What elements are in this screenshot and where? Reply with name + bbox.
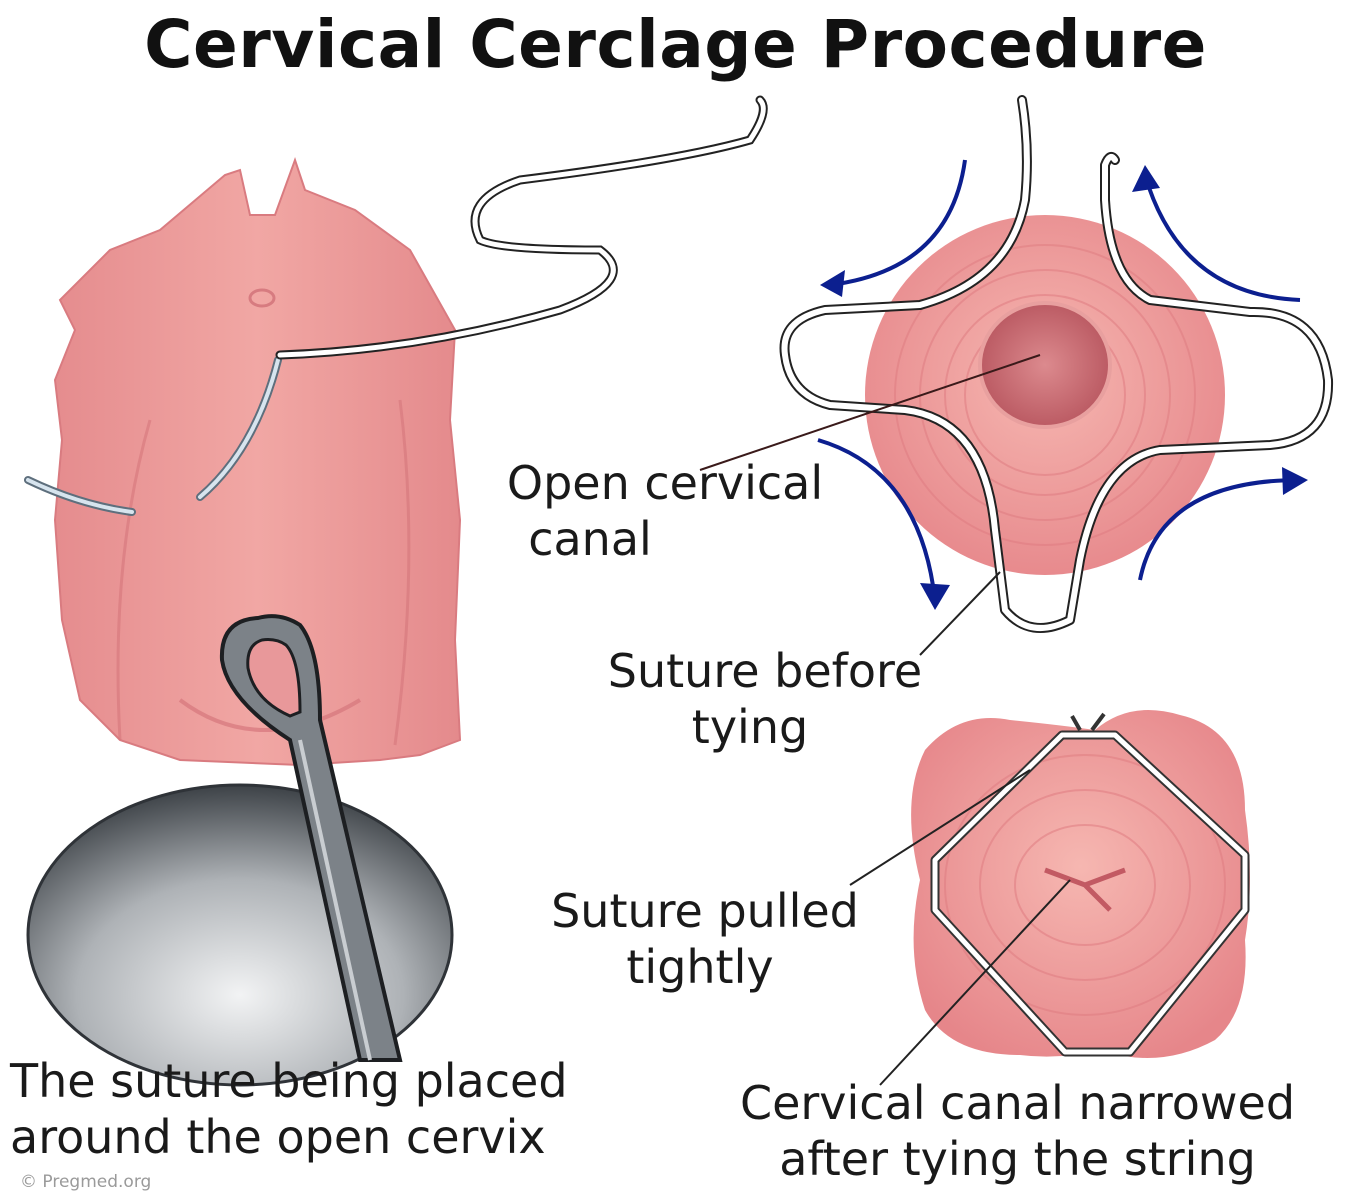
label-suture-before: Suture before tying	[575, 643, 955, 755]
copyright-credit: © Pregmed.org	[20, 1172, 152, 1192]
cervical-os	[248, 288, 276, 308]
leader-line-suture-pulled	[849, 769, 1031, 886]
suture-knot	[1070, 712, 1106, 732]
leader-line-open-canal	[699, 354, 1041, 471]
narrowed-canal	[1044, 867, 1126, 912]
label-line: The suture being placed	[10, 1054, 568, 1108]
label-line: around the open cervix	[10, 1110, 546, 1164]
leader-line-canal-narrowed	[879, 879, 1071, 1086]
closed-cervix-diagram	[849, 710, 1250, 1086]
direction-arrows	[817, 159, 1301, 601]
label-suture-placed: The suture being placed around the open …	[10, 1053, 675, 1165]
label-canal-narrowed: Cervical canal narrowed after tying the …	[685, 1075, 1350, 1187]
label-line: Open cervical	[506, 456, 824, 510]
leader-line-suture-before	[919, 571, 1001, 656]
label-open-canal: Open cervical canal	[470, 455, 860, 567]
forceps	[219, 614, 403, 1062]
label-line: Suture pulled	[551, 884, 859, 938]
cervix-illustration	[24, 95, 768, 1087]
label-line: tying	[691, 700, 809, 754]
label-line: tightly	[626, 940, 774, 994]
cervix-tissue	[53, 156, 462, 767]
open-cervix-diagram	[699, 95, 1334, 656]
diagram-title: Cervical Cerclage Procedure	[144, 6, 1207, 83]
label-line: Cervical canal narrowed	[739, 1076, 1296, 1130]
label-line: after tying the string	[779, 1132, 1256, 1186]
label-line: Suture before	[607, 644, 923, 698]
open-canal	[978, 301, 1112, 429]
label-suture-pulled: Suture pulled tightly	[515, 883, 895, 995]
label-line: canal	[528, 512, 652, 566]
